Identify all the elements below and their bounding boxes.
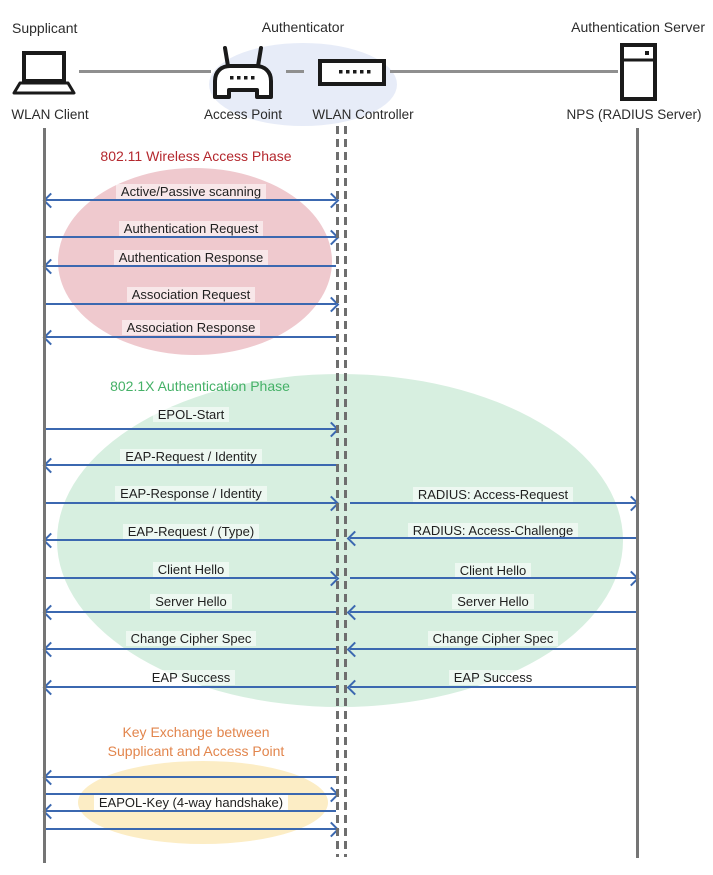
message-arrow-right xyxy=(46,793,336,795)
message-arrow-right xyxy=(46,828,336,830)
phase1-title: 802.11 Wireless Access Phase xyxy=(100,148,292,164)
message-label: Change Cipher Spec xyxy=(46,631,336,647)
message-arrow-right xyxy=(46,303,336,305)
role-label-supplicant: Supplicant xyxy=(12,20,78,36)
message-arrow-right xyxy=(46,236,336,238)
message-label: EAP Success xyxy=(350,670,636,686)
message-arrow-left xyxy=(46,265,336,267)
phase3-title-line2: Supplicant and Access Point xyxy=(107,743,285,759)
message-label: Client Hello xyxy=(350,563,636,579)
lifeline-wlan-client xyxy=(43,128,46,863)
message-arrow-right xyxy=(46,577,336,579)
lifeline-wlan-controller-dash-1 xyxy=(336,126,339,857)
message-label: Active/Passive scanning xyxy=(46,184,336,200)
message-arrow-left xyxy=(350,537,636,539)
message-label: Authentication Response xyxy=(46,250,336,266)
connector-ap-controller xyxy=(286,70,304,73)
message-label: EAP-Request / (Type) xyxy=(46,524,336,540)
message-label: Server Hello xyxy=(46,594,336,610)
message-label: EAP Success xyxy=(46,670,336,686)
wireless-router-icon xyxy=(210,45,276,106)
message-label: Association Request xyxy=(46,287,336,303)
device-label-nps-radius-server: NPS (RADIUS Server) xyxy=(566,107,702,122)
message-label: Client Hello xyxy=(46,562,336,578)
message-arrow-left xyxy=(46,686,336,688)
message-arrow-left xyxy=(350,686,636,688)
message-arrow-right xyxy=(46,428,336,430)
message-label: Server Hello xyxy=(350,594,636,610)
phase3-title-line1: Key Exchange between xyxy=(122,724,270,740)
message-arrow-left xyxy=(350,611,636,613)
device-label-wlan-client: WLAN Client xyxy=(11,107,89,122)
message-arrow-right xyxy=(350,502,636,504)
lifeline-wlan-controller-dash-2 xyxy=(344,126,347,857)
message-label: RADIUS: Access-Request xyxy=(350,487,636,503)
server-tower-icon xyxy=(620,43,657,106)
message-label: Association Response xyxy=(46,320,336,336)
message-arrow-left xyxy=(46,539,336,541)
message-label: Authentication Request xyxy=(46,221,336,237)
message-label: RADIUS: Access-Challenge xyxy=(350,523,636,539)
controller-box-icon xyxy=(318,59,386,91)
phase2-title: 802.1X Authentication Phase xyxy=(110,378,290,394)
lifeline-radius-server xyxy=(636,128,639,858)
message-arrow-left xyxy=(46,810,336,812)
message-label: EAP-Response / Identity xyxy=(46,486,336,502)
connector-client-ap xyxy=(79,70,211,73)
message-label: EPOL-Start xyxy=(46,407,336,423)
message-arrow-both xyxy=(46,199,336,201)
device-label-access-point: Access Point xyxy=(203,107,283,122)
role-label-authentication-server: Authentication Server xyxy=(571,19,705,35)
message-arrow-left xyxy=(46,648,336,650)
message-arrow-left xyxy=(350,648,636,650)
device-label-wlan-controller: WLAN Controller xyxy=(312,107,414,122)
message-label: EAPOL-Key (4-way handshake) xyxy=(46,795,336,811)
message-label: EAP-Request / Identity xyxy=(46,449,336,465)
message-label: Change Cipher Spec xyxy=(350,631,636,647)
message-arrow-left xyxy=(46,336,336,338)
message-arrow-right xyxy=(46,502,336,504)
connector-controller-server xyxy=(390,70,618,73)
message-arrow-left xyxy=(46,464,336,466)
role-label-authenticator: Authenticator xyxy=(261,19,345,35)
message-arrow-left xyxy=(46,776,336,778)
message-arrow-left xyxy=(46,611,336,613)
laptop-icon xyxy=(12,51,76,102)
message-arrow-right xyxy=(350,577,636,579)
